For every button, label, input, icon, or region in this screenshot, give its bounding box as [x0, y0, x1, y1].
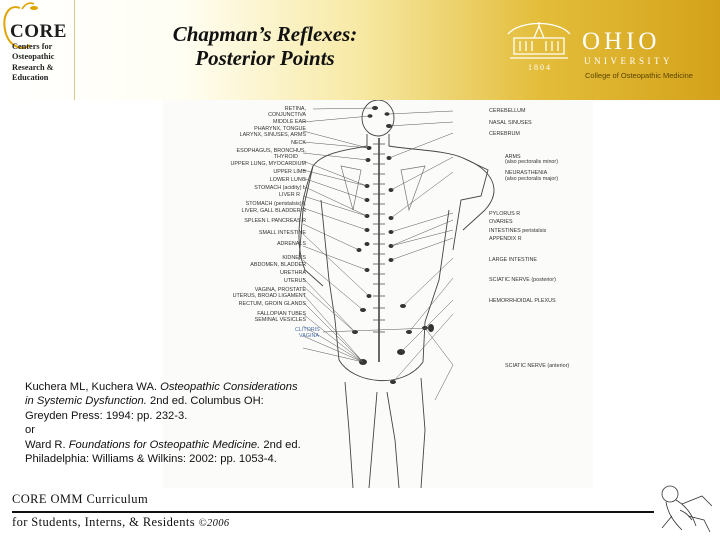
posterior-body-illustration	[298, 100, 495, 488]
figure-label: RETINA,	[284, 106, 306, 112]
citation-text: Kuchera ML, Kuchera WA.	[25, 381, 161, 393]
figure-label: LARYNX, SINUSES, ARMS	[239, 132, 306, 138]
university-subtitle: UNIVERSITY	[584, 56, 673, 66]
figure-label: SCIATIC NERVE (posterior)	[489, 277, 556, 283]
citation-book-title: Foundations for Osteopathic Medicine.	[68, 438, 261, 451]
header-band: CORE Centers for Osteopathic Research & …	[0, 0, 720, 100]
figure-label: ABDOMEN, BLADDER	[250, 262, 306, 268]
figure-label: STOMACH (peristalsis) L	[245, 201, 306, 207]
citation-text: 2nd ed. Columbus OH:	[146, 395, 264, 408]
figure-label: UPPER LUNG, MYOCARDIUM	[230, 161, 306, 167]
core-logo: CORE Centers for Osteopathic Research & …	[0, 0, 80, 100]
citation-book-title: in Systemic Dysfunction.	[25, 395, 147, 408]
figure-label: RECTUM, GROIN GLANDS	[238, 301, 306, 307]
figure-label: UTERUS	[283, 278, 306, 284]
figure-label: SEMINAL VESICLES	[254, 317, 306, 323]
figure-label: SMALL INTESTINE	[258, 230, 306, 236]
title-line-2: Posterior Points	[195, 46, 335, 70]
copyright: ©2006	[198, 518, 230, 529]
citation-text: 2nd ed.	[260, 438, 301, 451]
figure-label: VAGINA	[299, 333, 319, 339]
anatomical-figure: RETINA, CONJUNCTIVA MIDDLE EAR PHARYNX, …	[163, 100, 593, 488]
figure-label: LOWER LUNG	[269, 177, 306, 183]
core-line: Research &	[12, 62, 54, 72]
figure-label: UTERUS, BROAD LIGAMENT	[232, 293, 306, 299]
citation-text: Ward R.	[25, 438, 69, 451]
core-line: Centers for	[12, 42, 53, 51]
figure-label: SPLEEN L PANCREAS R	[244, 218, 306, 224]
figure-label: CEREBRUM	[489, 131, 520, 137]
university-building-icon: 1 8 0 4	[507, 22, 571, 72]
figure-label: NECK	[291, 140, 306, 146]
page-title: Chapman’s Reflexes: Posterior Points	[110, 22, 420, 70]
figure-label: VAGINA, PROSTATE	[254, 287, 306, 293]
figure-label: STOMACH (acidity) L	[254, 185, 306, 191]
citation-block: Kuchera ML, Kuchera WA. Osteopathic Cons…	[25, 380, 335, 466]
figure-label: (also pectoralis major)	[505, 176, 559, 182]
figure-label: ARMS	[505, 154, 521, 160]
figure-label: NASAL SINUSES	[489, 120, 532, 126]
citation-book-title: Osteopathic Considerations	[160, 381, 298, 393]
footer-divider	[12, 511, 654, 513]
citation-line: Kuchera ML, Kuchera WA. Osteopathic Cons…	[25, 380, 335, 394]
citation-line: Philadelphia: Williams & Wilkins: 2002: …	[25, 453, 277, 466]
skeleton-sketch-icon	[661, 485, 713, 533]
figure-label: CONJUNCTIVA	[268, 112, 306, 118]
figure-label: SCIATIC NERVE (anterior)	[505, 363, 570, 369]
apple-icon	[3, 2, 38, 49]
core-word: CORE	[10, 21, 67, 42]
figure-label: CLITORIS	[295, 327, 320, 333]
figure-label: URETHRA	[279, 270, 306, 276]
core-line: Osteopathic	[12, 52, 55, 62]
university-name: OHIO	[582, 28, 661, 55]
figure-label: LARGE INTESTINE	[489, 257, 537, 263]
figure-label: PYLORUS R	[489, 211, 521, 217]
figure-label: HEMORRHOIDAL PLEXUS	[489, 298, 556, 304]
title-line-1: Chapman’s Reflexes:	[172, 22, 358, 46]
footer-text: for Students, Interns, & Residents	[12, 515, 199, 529]
figure-label: OVARIES	[489, 219, 513, 225]
figure-label: APPENDIX R	[489, 236, 522, 242]
figure-label: FALLOPIAN TUBES	[257, 311, 306, 317]
figure-label: MIDDLE EAR	[273, 119, 306, 125]
citation-line: in Systemic Dysfunction. 2nd ed. Columbu…	[25, 394, 335, 408]
citation-line: or	[25, 424, 35, 437]
college-name: College of Osteopathic Medicine	[585, 71, 693, 80]
figure-label: THYROID	[273, 154, 298, 160]
footer-subtitle: for Students, Interns, & Residents ©2006	[12, 515, 230, 530]
figure-label: LIVER, GALL BLADDER R	[241, 208, 306, 214]
figure-label: ADRENALS	[276, 241, 306, 247]
figure-label: CEREBELLUM	[489, 108, 526, 114]
core-subtitle: Centers for Osteopathic Research & Educa…	[12, 42, 54, 84]
figure-label: UPPER LIMB	[273, 169, 306, 175]
figure-label: LIVER R	[279, 192, 300, 198]
core-line: Education	[12, 73, 49, 83]
figure-label: PHARYNX, TONGUE	[254, 126, 306, 132]
figure-label: ESOPHAGUS, BRONCHUS,	[236, 148, 307, 154]
figure-label: INTESTINES peristalsis	[489, 228, 547, 234]
citation-line: Ward R. Foundations for Osteopathic Medi…	[25, 438, 335, 452]
figure-label: KIDNEYS	[282, 255, 306, 261]
figure-label: NEURASTHENIA	[505, 170, 548, 176]
header-divider	[74, 0, 75, 100]
footer-title: CORE OMM Curriculum	[12, 492, 149, 506]
citation-line: Greyden Press: 1994: pp. 232-3.	[25, 409, 188, 422]
founding-year: 1 8 0 4	[528, 63, 550, 72]
figure-label: (also pectoralis minor)	[505, 159, 559, 165]
